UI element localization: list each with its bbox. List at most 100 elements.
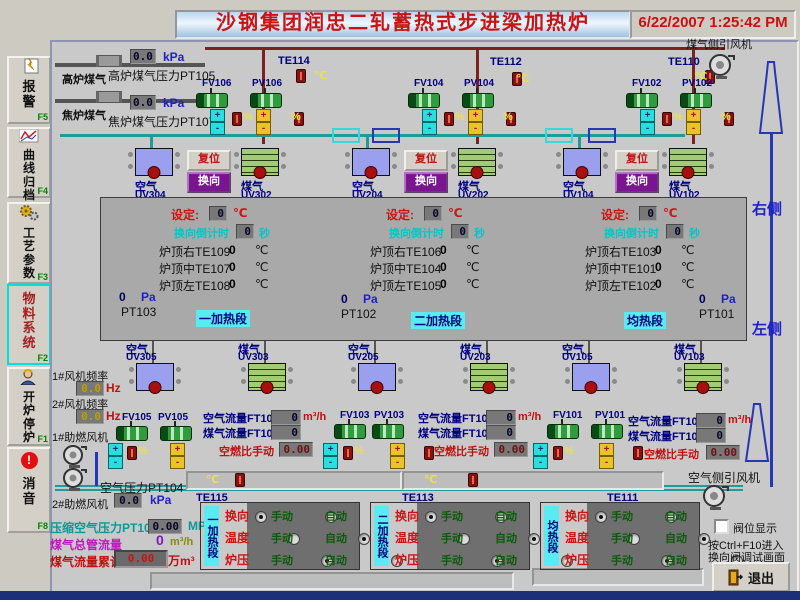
manual-radio[interactable] [490,555,503,567]
control-valve-icon [408,88,440,108]
percent-glyph: % [291,111,301,123]
section-tag: 一加热段 [196,310,251,327]
pipe [55,63,205,67]
port-outline [332,128,360,143]
fan-icon [63,445,87,468]
indicator-light [704,70,715,84]
manual-radio[interactable] [660,555,673,567]
manual-radio[interactable] [255,511,267,523]
manual-radio[interactable] [287,533,300,545]
auto-radio[interactable] [391,555,404,567]
manual-radio[interactable] [627,533,640,545]
exit-button[interactable]: 退出 [712,562,790,592]
auto-radio[interactable] [561,555,574,567]
valve-inc-dec-buttons[interactable]: +- [468,109,483,135]
chimney [744,403,770,462]
indicator-light [633,446,644,460]
auto-radio[interactable] [698,533,711,545]
air-reversing-valve [556,148,601,176]
reset-button[interactable]: 复位 [404,150,448,171]
valve-inc-dec-buttons[interactable]: +- [599,443,614,469]
fv-tag: FV102 [632,78,662,89]
fan-label: 2#助燃风机 [52,499,109,511]
auto-radio[interactable] [358,533,371,545]
valve-inc-dec-buttons[interactable]: +- [533,443,548,469]
curve-chart-icon [18,128,39,143]
control-valve-icon [626,88,658,108]
auto-radio[interactable] [495,511,508,523]
valve-inc-dec-buttons[interactable]: +- [323,443,338,469]
indicator-light [662,112,672,126]
manual-radio[interactable] [457,533,470,545]
pipe [578,137,581,149]
pt-tag: PT101 [699,307,735,321]
control-valve-icon [372,419,404,439]
celsius-glyph: ℃ [314,70,328,82]
valve-inc-dec-buttons[interactable]: +- [422,109,437,135]
reverse-button[interactable]: 换向 [404,172,448,193]
inlet-valve-icon [96,55,122,67]
operator-icon [19,369,37,386]
pipe [205,47,725,50]
valve-inc-dec-buttons[interactable]: +- [108,443,123,469]
pipe [374,339,376,363]
reverse-button[interactable]: 换向 [615,172,659,193]
valve-inc-dec-buttons[interactable]: +- [170,443,185,469]
gas-accum-label: 煤气流量累计 [50,555,123,569]
pipe [588,339,590,363]
percent-glyph: % [721,111,731,123]
valve-inc-dec-buttons[interactable]: +- [686,109,701,135]
manual-radio[interactable] [595,511,607,523]
percent-glyph: % [673,111,683,123]
pipe [152,339,154,363]
pt-tag: PT102 [341,307,377,321]
air-reversing-valve [129,363,174,391]
reset-button[interactable]: 复位 [187,150,231,171]
pipe [95,452,98,486]
pipe [486,339,488,363]
indicator-light [232,112,242,126]
auto-radio[interactable] [528,533,541,545]
inlet-pipe-label: 焦炉煤气 [62,110,106,122]
te-tag: TE114 [278,55,310,67]
auto-radio[interactable] [665,511,678,523]
air-reversing-valve [345,148,390,176]
reverse-button[interactable]: 换向 [187,172,231,193]
indicator-light [512,72,523,86]
celsius-glyph: ℃ [516,73,530,85]
manual-radio[interactable] [425,511,437,523]
page-title: 沙钢集团润忠二轧蓄热式步进梁加热炉 [175,10,631,39]
pressure-value: 0.0 [130,49,156,64]
hint-text: 按Ctrl+F10进入 [708,540,784,552]
inlet-valve-icon [96,91,122,103]
door-icon [728,569,743,585]
indicator-light [424,446,435,460]
top-valve-station: FV104 PV104 +- % +- % [408,78,518,136]
reset-button[interactable]: 复位 [615,150,659,171]
reversing-valve-group: 空气 UV304 复位 换向 煤气 UV302 [128,142,287,202]
gas-reversing-valve [241,363,286,391]
indicator-light [294,112,305,126]
indicator-light [343,446,353,460]
port-outline [588,128,616,143]
status-strip [532,568,704,586]
valve-inc-dec-buttons[interactable]: +- [640,109,655,135]
pressure-value: 0.0 [130,95,156,110]
fv-tag: FV104 [414,78,444,89]
port-outline [545,128,573,143]
valve-position-checkbox[interactable] [714,519,729,534]
auto-radio[interactable] [325,511,338,523]
valve-inc-dec-buttons[interactable]: +- [210,109,225,135]
pv-tag: PV106 [252,78,283,89]
valve-inc-dec-buttons[interactable]: +- [390,443,405,469]
valve-inc-dec-buttons[interactable]: +- [256,109,271,135]
manual-radio[interactable] [320,555,333,567]
